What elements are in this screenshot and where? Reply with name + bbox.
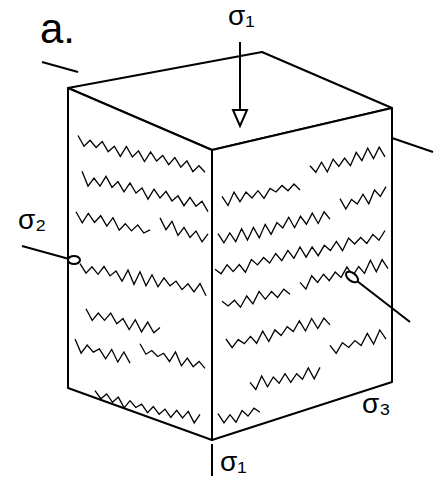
fracture-line <box>76 212 150 233</box>
fracture-line <box>140 344 205 369</box>
stress-label: σ₁ <box>228 2 255 30</box>
stress-arrow <box>22 246 80 264</box>
fracture-line <box>310 147 385 172</box>
stress-label: σ₁ <box>220 448 247 476</box>
fracture-line <box>226 318 330 348</box>
axis-line <box>392 138 433 152</box>
fracture-line <box>218 408 260 423</box>
fracture-line <box>78 136 205 173</box>
fracture-line <box>340 187 386 209</box>
fracture-line <box>250 367 320 389</box>
fracture-line <box>86 309 160 333</box>
stress-arrow <box>344 270 410 322</box>
fracture-line <box>80 264 206 296</box>
fracture-line <box>330 330 386 353</box>
fracture-line <box>82 171 208 211</box>
block-outline <box>68 52 392 440</box>
fracture-line <box>218 212 330 243</box>
fracture-line <box>160 218 208 242</box>
fracture-lines <box>75 136 388 423</box>
panel-letter: a. <box>40 8 75 50</box>
fracture-line <box>75 339 130 363</box>
fracture-line <box>300 260 388 290</box>
stress-arrow <box>211 444 213 476</box>
stress-arrow <box>233 42 247 126</box>
fracture-line <box>95 391 200 423</box>
fracture-line <box>222 184 300 206</box>
fracture-line <box>222 289 290 307</box>
axis-line <box>42 62 78 72</box>
stress-label: σ₃ <box>362 390 391 418</box>
stress-label: σ₂ <box>18 206 46 234</box>
